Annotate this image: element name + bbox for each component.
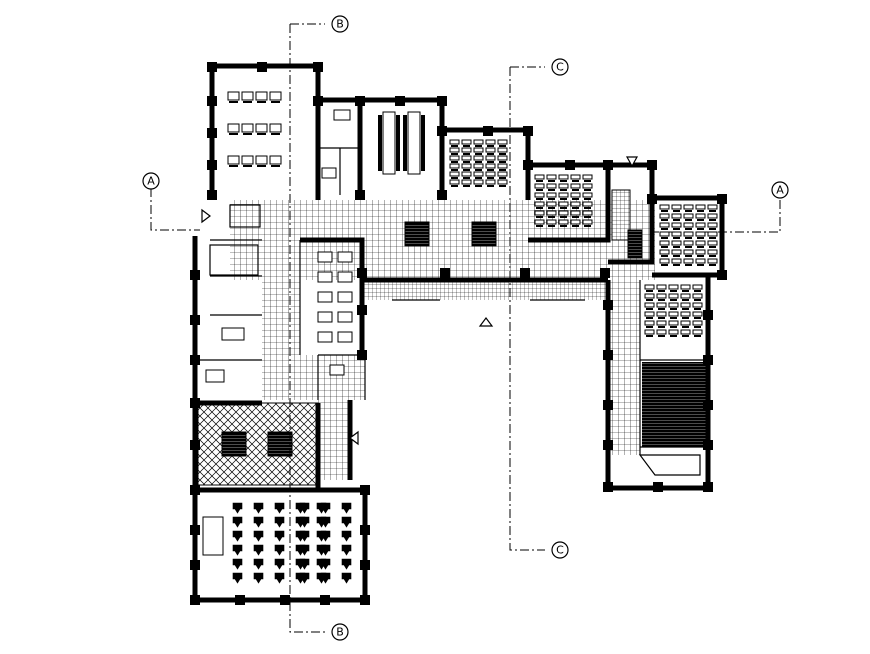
svg-text:C: C <box>556 544 564 557</box>
svg-text:C: C <box>556 61 564 74</box>
classroom-seats-4 <box>534 174 593 227</box>
section-tag-c-top: C <box>551 58 569 76</box>
section-tag-c-bottom: C <box>551 541 569 559</box>
svg-text:A: A <box>776 184 784 197</box>
office-desks <box>205 109 351 383</box>
auditorium-seats <box>232 502 352 584</box>
classroom-seats-3 <box>449 139 508 187</box>
svg-text:B: B <box>336 626 344 639</box>
structural-columns <box>190 62 727 605</box>
section-tag-b-bottom: B <box>331 623 349 641</box>
classroom-tables-central <box>317 251 353 343</box>
entry-markers <box>201 156 639 446</box>
section-tag-a-left: A <box>142 172 160 190</box>
classroom-seats-right-wing <box>644 284 703 337</box>
staircase <box>611 189 643 259</box>
classroom-desks-top-left <box>227 91 282 167</box>
svg-text:B: B <box>336 18 344 31</box>
section-tag-a-right: A <box>771 181 789 199</box>
stage <box>202 516 224 556</box>
classroom-seats-right <box>659 204 718 266</box>
section-lines <box>150 23 781 633</box>
floor-medallions <box>221 221 497 457</box>
entrance-hall-floor <box>197 402 319 486</box>
lecture-room-seating <box>642 362 707 447</box>
classroom-tables-2 <box>378 111 425 175</box>
svg-text:A: A <box>147 175 155 188</box>
section-tag-b-top: B <box>331 15 349 33</box>
